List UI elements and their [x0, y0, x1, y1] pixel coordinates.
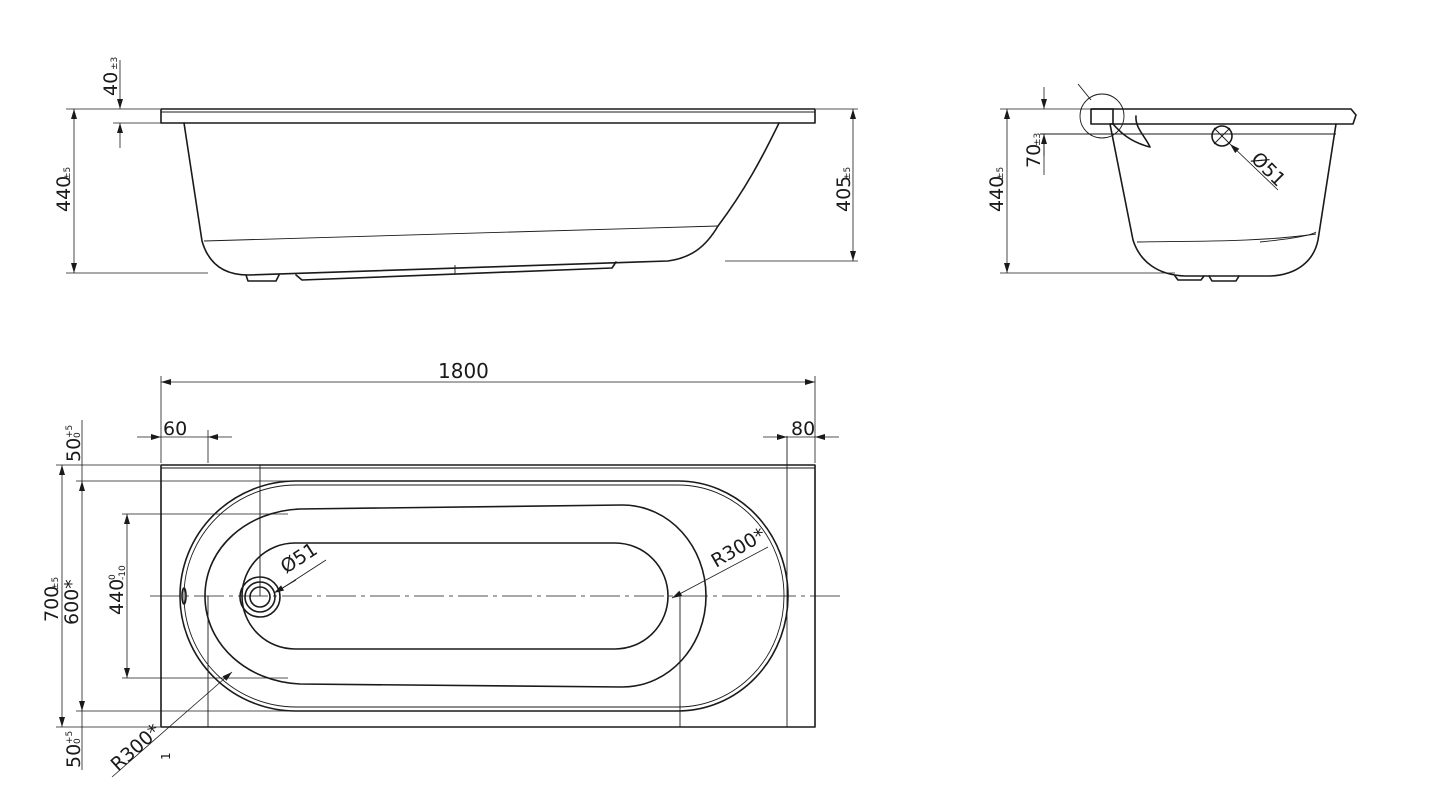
dim-length-label: 1800	[438, 359, 489, 383]
side-view-rim	[160, 108, 816, 124]
dim-height-end-label: 405	[833, 176, 855, 212]
top-view-rim-outer	[179, 480, 789, 712]
section-marker: 1	[159, 752, 173, 760]
side-view-foot-left	[245, 274, 280, 282]
side-view-body	[183, 122, 780, 276]
side-view-support	[295, 261, 617, 281]
dim-right-margin-label: 80	[791, 418, 815, 440]
top-view-basin	[204, 504, 707, 688]
end-view: Ø51 440 ±5 70 ±3	[986, 83, 1357, 282]
dim-height-tolerance: ±5	[63, 167, 73, 180]
top-view: 1800 60 80 700 ±5 600* 440 0 -10	[41, 359, 845, 778]
side-view: 40 ±3 440 ±5 405 ±5	[53, 57, 858, 282]
dim-top-gap-label: 50	[63, 438, 85, 462]
dim-floor-tolerance-lower: -10	[118, 565, 128, 580]
top-view-floor	[241, 542, 669, 650]
end-view-drain	[1211, 125, 1233, 147]
end-dim-drain-label: 70	[1023, 144, 1045, 168]
end-dim-drain-tolerance: ±3	[1033, 133, 1043, 146]
dim-radius-left-label: R300*	[107, 720, 166, 776]
dim-bottom-gap-tolerance-lower: 0	[73, 738, 83, 744]
dim-radius-right-label: R300*	[708, 524, 770, 573]
dim-bottom-gap-label: 50	[63, 744, 85, 768]
end-dim-height-tolerance: ±5	[996, 167, 1006, 180]
dim-floor-tolerance-upper: 0	[108, 574, 118, 580]
dim-left-margin-label: 60	[163, 418, 187, 440]
dim-bottom-gap-tolerance-upper: +5	[65, 731, 75, 744]
dim-width-tolerance: ±5	[51, 577, 61, 590]
dim-rim-tolerance: ±3	[110, 57, 120, 70]
dim-floor-width-label: 440	[106, 579, 128, 615]
dim-top-gap-tolerance-upper: +5	[65, 425, 75, 438]
dim-inner-width-label: 600*	[61, 579, 83, 625]
end-view-body	[1109, 123, 1337, 277]
end-dim-height-label: 440	[986, 176, 1008, 212]
end-view-detail-circle	[1079, 93, 1125, 139]
end-view-rim	[1090, 108, 1357, 125]
dim-rim-label: 40	[100, 72, 122, 96]
dim-height-end-tolerance: ±5	[843, 167, 853, 180]
dim-height-label: 440	[53, 176, 75, 212]
end-dim-drain-dia-label: Ø51	[1246, 148, 1289, 191]
dim-width-label: 700	[41, 586, 63, 622]
dim-top-gap-tolerance-lower: 0	[73, 432, 83, 438]
